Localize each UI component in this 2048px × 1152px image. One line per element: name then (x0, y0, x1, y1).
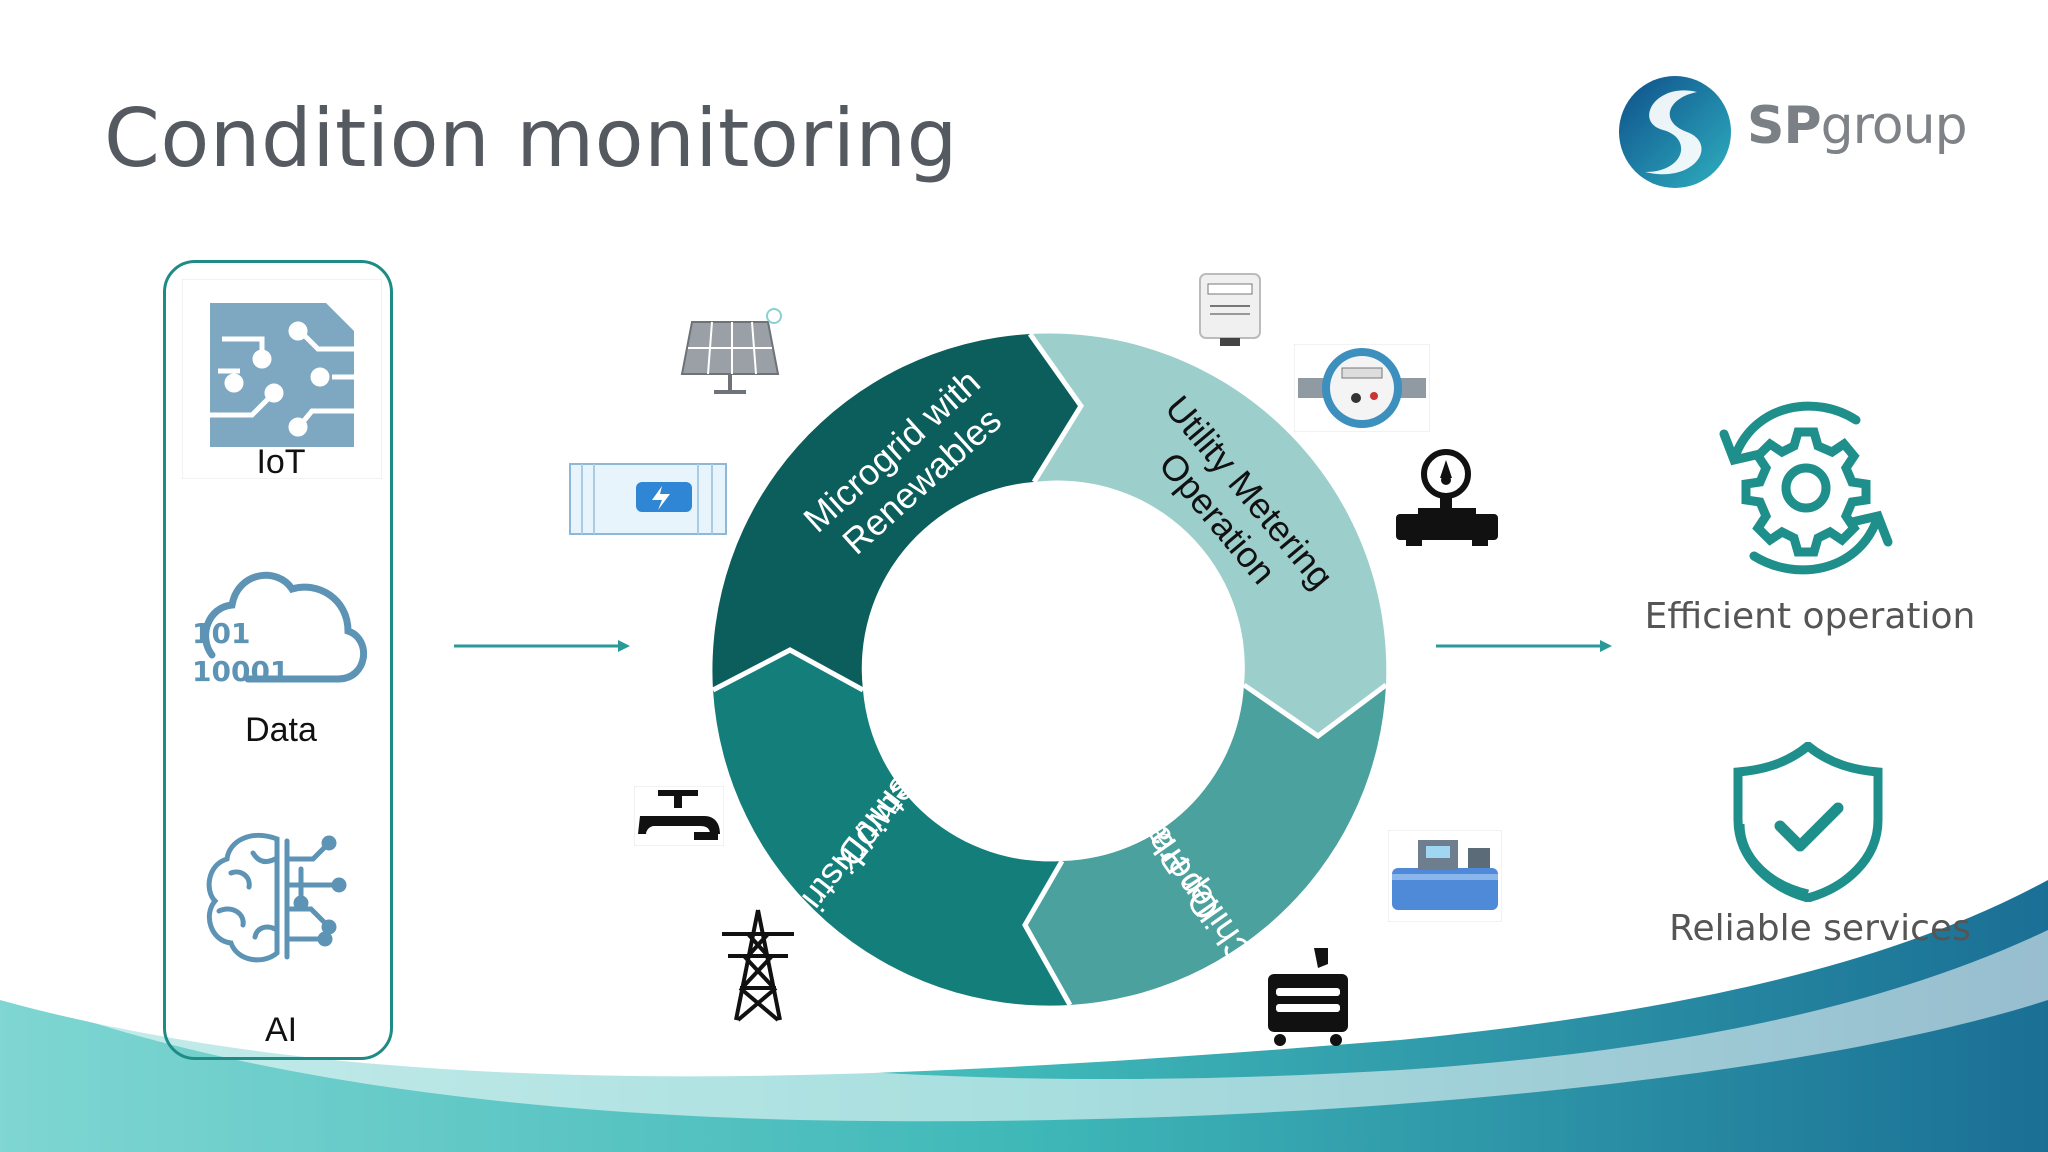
chiller-unit-icon (1388, 830, 1502, 922)
water-meter-icon (1294, 344, 1430, 432)
input-label-data: Data (245, 711, 317, 749)
transmission-tower-icon (722, 909, 794, 1022)
ai-brain-icon (206, 832, 347, 963)
cooling-tower-icon (1268, 948, 1348, 1046)
water-tap-icon (634, 786, 724, 846)
arrow-right-icon (1436, 640, 1612, 652)
inputs-panel: IoT 101 10001 Data AI (163, 260, 393, 1060)
iot-chip-icon (182, 279, 382, 479)
data-cloud-icon: 101 10001 (192, 571, 367, 688)
logo-wordmark: SPgroup (1747, 96, 1968, 156)
logo-swirl-icon (1619, 76, 1731, 188)
gear-cycle-icon (1719, 401, 1893, 575)
svg-text:10001: 10001 (192, 655, 289, 688)
cycle-segment-microgrid (712, 334, 1081, 690)
input-label-iot: IoT (256, 443, 306, 481)
svg-text:101: 101 (192, 617, 250, 650)
spgroup-logo: SPgroup (1615, 72, 1975, 197)
cycle-segment-utility-metering (1030, 333, 1387, 736)
cycle-segment-chiller-plant (1025, 685, 1386, 1005)
solar-panel-icon (680, 308, 782, 394)
pressure-gauge-icon (1396, 449, 1498, 546)
shield-check-icon (1733, 742, 1883, 902)
cycle-segment-transmit-distribute (713, 650, 1070, 1006)
input-label-ai: AI (264, 1011, 298, 1049)
page-title: Condition monitoring (104, 92, 958, 185)
electric-meter-icon (1199, 273, 1261, 346)
outcome-label-efficient: Efficient operation (1644, 596, 1976, 637)
battery-container-icon (569, 463, 727, 535)
outcome-label-reliable: Reliable services (1669, 908, 1971, 949)
arrow-right-icon (454, 640, 630, 652)
